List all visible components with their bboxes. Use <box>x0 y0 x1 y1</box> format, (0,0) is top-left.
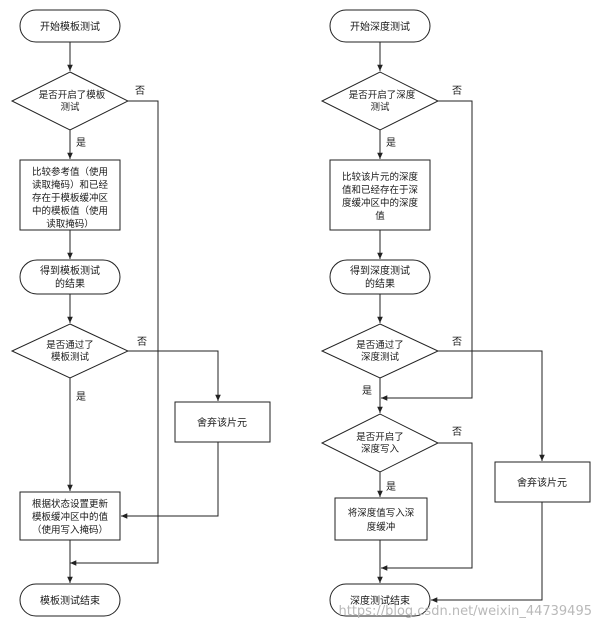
stencil-compare-box <box>19 159 121 231</box>
stencil-compare-line-1: 比较参考值（使用 <box>32 166 108 178</box>
stencil-discard-box <box>174 401 271 443</box>
stencil-update-line-3: （使用写入掩码） <box>32 524 108 536</box>
stencil-discard-label: 舍弃该片元 <box>197 416 247 429</box>
depth-enabled-label-2: 测试 <box>370 101 390 113</box>
depth-write-decision <box>320 413 440 473</box>
depth-enabled-no-label: 否 <box>452 85 462 97</box>
stencil-update-line-1: 根据状态设置更新 <box>32 498 109 510</box>
stencil-compare-line-5: 读取掩码） <box>46 218 94 230</box>
depth-result-line-2: 的结果 <box>365 277 395 290</box>
stencil-pass-label-1: 是否通过了 <box>46 339 94 351</box>
depth-discard-label: 舍弃该片元 <box>517 476 567 489</box>
depth-pass-yes-label: 是 <box>362 385 372 397</box>
depth-write-box <box>334 497 428 541</box>
stencil-disabled-path <box>70 100 159 566</box>
depth-compare-line-3: 度缓冲区中的深度 <box>342 197 419 209</box>
depth-write-label-1: 是否开启了 <box>356 431 404 443</box>
depth-test-flow: 开始深度测试 是否开启了深度 测试 否 是 比较该片元的深度 值和已经存在于深 … <box>320 9 591 617</box>
depth-write-yes-label: 是 <box>386 481 396 493</box>
stencil-enabled-decision <box>10 71 130 131</box>
depth-discard-path <box>431 502 543 603</box>
stencil-compare-line-2: 读取掩码）和已经 <box>32 179 109 191</box>
stencil-result-line-2: 的结果 <box>55 277 85 290</box>
stencil-pass-yes-label: 是 <box>76 391 86 403</box>
stencil-result-line-1: 得到模板测试 <box>40 264 100 277</box>
depth-write-disabled-path <box>381 442 473 571</box>
stencil-compare-line-4: 中的模板值（使用 <box>32 205 108 217</box>
stencil-pass-label-2: 模板测试 <box>51 351 90 363</box>
depth-write-box-line-1: 将深度值写入深 <box>348 507 415 519</box>
depth-enabled-decision <box>320 71 440 131</box>
watermark: https://blog.csdn.net/weixin_44739495 <box>338 604 592 619</box>
stencil-test-flow: 开始模板测试 是否开启了模板 测试 否 是 比较参考值（使用 读取掩码）和已经 … <box>10 9 271 617</box>
stencil-update-line-2: 模板缓冲区中的值 <box>32 511 109 523</box>
stencil-update-box <box>19 491 121 541</box>
depth-result-line-1: 得到深度测试 <box>350 264 410 277</box>
stencil-start-label: 开始模板测试 <box>40 20 100 33</box>
depth-compare-line-1: 比较该片元的深度 <box>342 171 419 183</box>
depth-disabled-path <box>381 100 473 401</box>
stencil-pass-decision <box>10 323 130 379</box>
stencil-end-label: 模板测试结束 <box>40 594 100 607</box>
stencil-fail-path <box>128 350 221 401</box>
stencil-end-node <box>19 583 121 617</box>
depth-enabled-yes-label: 是 <box>386 137 396 149</box>
depth-enabled-label-1: 是否开启了深度 <box>349 89 416 101</box>
stencil-pass-no-label: 否 <box>137 336 147 348</box>
depth-write-box-line-2: 度缓冲 <box>367 521 396 533</box>
stencil-compare-line-3: 存在于模板缓冲区 <box>32 192 109 204</box>
stencil-enabled-yes-label: 是 <box>76 137 86 149</box>
depth-compare-line-2: 值和已经存在于深 <box>342 184 419 196</box>
depth-pass-decision <box>320 323 440 379</box>
depth-write-no-label: 否 <box>452 426 462 438</box>
stencil-enabled-label-2: 测试 <box>60 101 80 113</box>
depth-compare-line-4: 值 <box>375 210 385 222</box>
depth-end-label: 深度测试结束 <box>350 594 410 607</box>
depth-compare-box <box>329 159 431 231</box>
depth-end-node <box>329 583 431 617</box>
stencil-discard-path <box>121 442 219 519</box>
stencil-enabled-label-1: 是否开启了模板 <box>39 89 106 101</box>
depth-pass-label-1: 是否通过了 <box>356 339 404 351</box>
depth-fail-path <box>438 350 545 461</box>
depth-pass-no-label: 否 <box>452 336 462 348</box>
stencil-enabled-no-label: 否 <box>135 85 145 97</box>
depth-pass-label-2: 深度测试 <box>361 351 400 363</box>
depth-start-label: 开始深度测试 <box>350 20 410 33</box>
depth-write-label-2: 深度写入 <box>361 443 400 455</box>
